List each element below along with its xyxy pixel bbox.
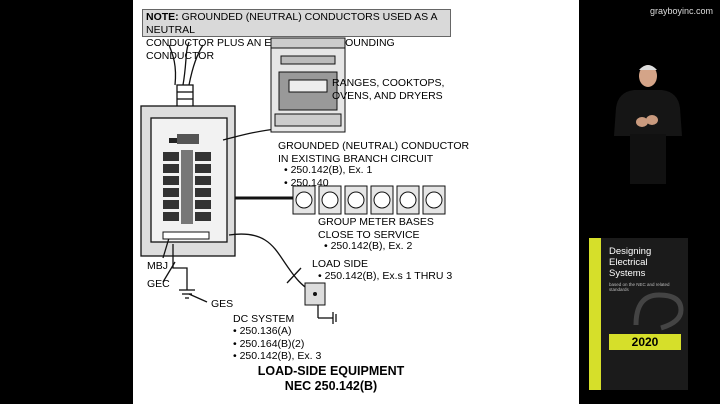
- presenter-video: [614, 65, 682, 184]
- gec-label: GEC: [147, 278, 170, 290]
- dc-system-label: DC SYSTEM: [233, 313, 295, 325]
- service-cable: [168, 44, 177, 86]
- grounded-refs: • 250.142(B), Ex. 1• 250.140: [284, 164, 373, 189]
- neutral-bar: [162, 231, 210, 240]
- service-cable: [182, 41, 190, 86]
- book-subtitle: based on the NEC and related standards: [609, 282, 670, 292]
- load-side-refs: • 250.142(B), Ex.s 1 THRU 3: [318, 270, 453, 282]
- range-appliance: [270, 37, 346, 133]
- service-entrance-fitting: [176, 84, 194, 108]
- wiring-diagram: [140, 37, 446, 324]
- watermark: grayboyinc.com: [649, 6, 713, 16]
- dc-system-refs: • 250.136(A)• 250.164(B)(2)• 250.142(B),…: [233, 325, 322, 362]
- note-line-1: GROUNDED (NEUTRAL) CONDUCTORS USED AS A …: [146, 11, 437, 36]
- note-prefix: NOTE:: [146, 11, 179, 23]
- meter-bases: [292, 185, 446, 215]
- book-emblem: [633, 292, 684, 331]
- mbj-label: MBJ: [147, 260, 168, 272]
- load-side-label: LOAD SIDE: [312, 258, 369, 270]
- group-meter-refs: • 250.142(B), Ex. 2: [324, 240, 413, 252]
- ges-label: GES: [211, 298, 234, 310]
- gec-conductor: [172, 244, 188, 290]
- book-brand: STALLCUP'S: [589, 266, 597, 324]
- service-cable: [188, 44, 204, 86]
- diagram-slide: NOTE: GROUNDED (NEUTRAL) CONDUCTORS USED…: [133, 0, 579, 404]
- ranges-label: RANGES, COOKTOPS,OVENS, AND DRYERS: [332, 77, 445, 102]
- breaker-stack: [163, 134, 211, 224]
- book-year: 2020: [609, 334, 681, 350]
